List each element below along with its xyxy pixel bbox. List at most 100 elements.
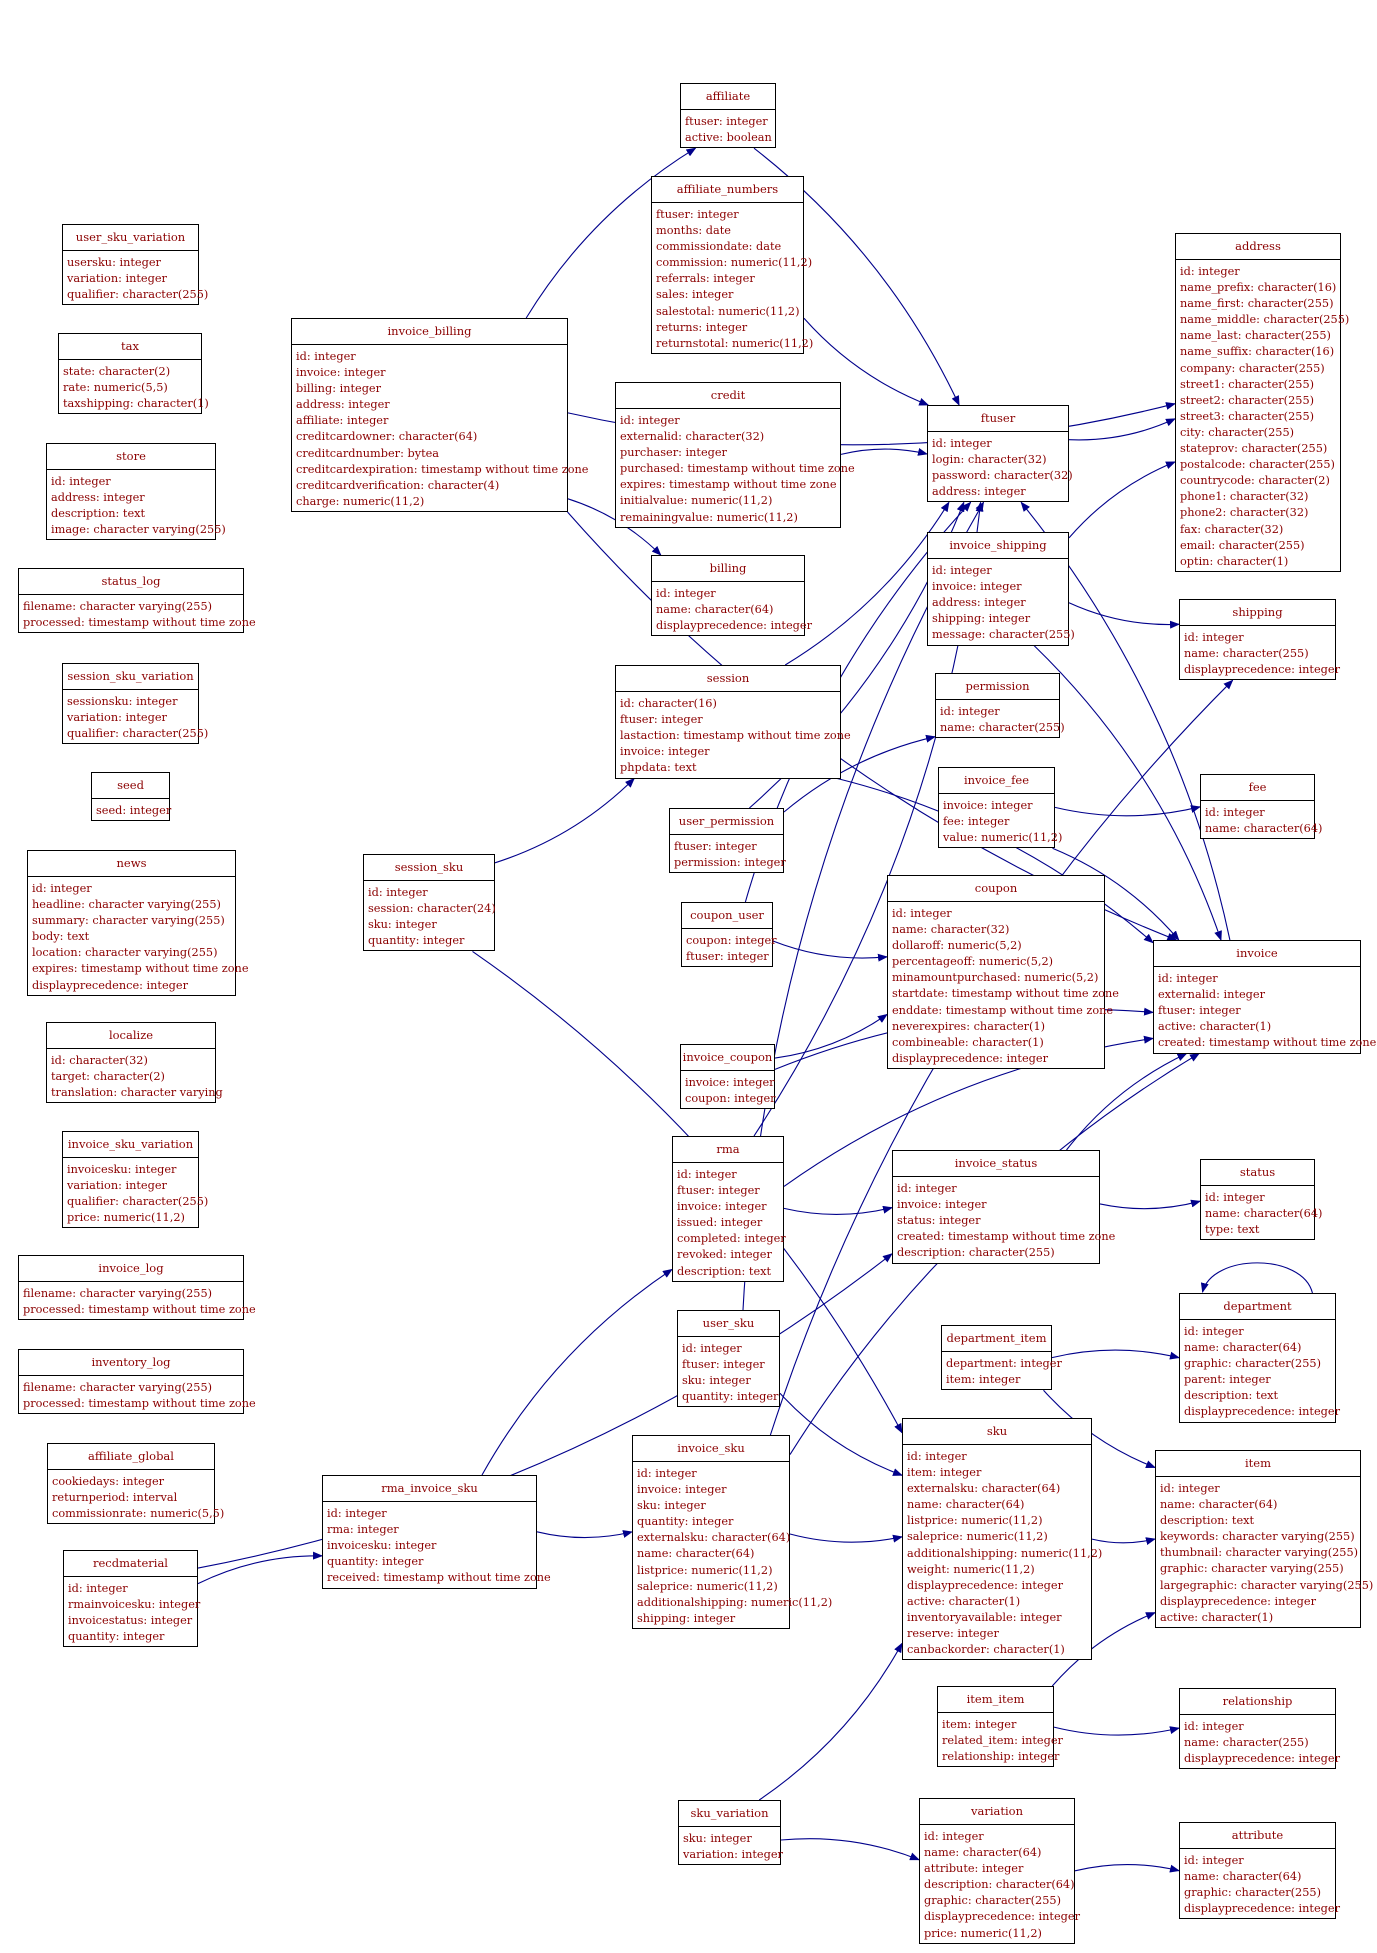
edge-session-to-ftuser xyxy=(784,501,950,666)
field-row: quantity: integer xyxy=(637,1515,734,1529)
field-row: parent: integer xyxy=(1184,1373,1271,1387)
field-row: id: integer xyxy=(637,1467,697,1480)
table-title: rma_invoice_sku xyxy=(323,1476,536,1502)
field-row: purchaser: integer xyxy=(620,446,727,460)
field-row: optin: character(1) xyxy=(1180,554,1289,568)
field-row: description: text xyxy=(1184,1389,1279,1403)
field-row: id: integer xyxy=(1184,1854,1244,1867)
field-row: id: integer xyxy=(51,475,111,488)
field-row: enddate: timestamp without time zone xyxy=(892,1003,1114,1017)
field-row: displayprecedence: integer xyxy=(32,978,188,992)
field-row: company: character(255) xyxy=(1180,361,1325,375)
edge-invoice-billing-to-affiliate xyxy=(525,147,697,319)
field-row: id: integer xyxy=(296,350,356,363)
table-title: news xyxy=(28,851,235,877)
field-row: invoice: integer xyxy=(296,366,386,380)
edge-sku-variation-to-sku xyxy=(758,1642,903,1801)
field-row: name: character(64) xyxy=(1160,1498,1278,1512)
field-row: description: text xyxy=(51,507,146,521)
field-row: displayprecedence: integer xyxy=(1184,1752,1340,1766)
field-row: password: character(32) xyxy=(932,469,1073,483)
field-row: commission: numeric(11,2) xyxy=(656,256,813,270)
field-row: received: timestamp without time zone xyxy=(327,1571,551,1585)
table-title: ftuser xyxy=(928,406,1068,432)
table-title: recdmaterial xyxy=(64,1551,197,1577)
field-row: status: integer xyxy=(897,1214,981,1228)
field-row: name: character(64) xyxy=(1184,1341,1302,1355)
field-row: displayprecedence: integer xyxy=(1184,1902,1340,1916)
field-row: variation: integer xyxy=(67,711,167,725)
field-row: invoicesku: integer xyxy=(327,1539,437,1553)
field-row: name: character(32) xyxy=(892,923,1010,937)
edge-invoice-sku-to-sku xyxy=(789,1533,903,1543)
edge-invoice-coupon-to-coupon xyxy=(774,1013,888,1059)
field-row: variation: integer xyxy=(67,272,167,286)
field-row: remainingvalue: numeric(11,2) xyxy=(620,510,798,524)
field-row: id: integer xyxy=(1158,972,1218,985)
field-row: postalcode: character(255) xyxy=(1180,458,1335,472)
field-row: invoice: integer xyxy=(620,745,710,759)
field-row: id: integer xyxy=(1205,806,1265,819)
table-title: invoice_log xyxy=(19,1256,243,1282)
field-row: state: character(2) xyxy=(63,365,171,378)
field-row: address: integer xyxy=(932,596,1026,610)
field-row: headline: character varying(255) xyxy=(32,898,221,912)
field-row: filename: character varying(255) xyxy=(23,1381,213,1394)
field-row: ftuser: integer xyxy=(1158,1004,1241,1018)
table-title: invoice_fee xyxy=(939,768,1054,794)
table-title: status_log xyxy=(19,569,243,595)
field-row: creditcardowner: character(64) xyxy=(296,430,478,444)
field-row: keywords: character varying(255) xyxy=(1160,1530,1355,1544)
table-title: session xyxy=(616,666,840,692)
table-title: invoice_sku_variation xyxy=(63,1132,198,1158)
field-row: fax: character(32) xyxy=(1180,522,1284,536)
field-row: displayprecedence: integer xyxy=(924,1910,1080,1924)
field-row: invoicestatus: integer xyxy=(68,1614,193,1628)
field-row: name: character(64) xyxy=(924,1846,1042,1860)
table-title: fee xyxy=(1201,775,1314,801)
edge-invoice-shipping-to-address xyxy=(1068,461,1176,539)
table-title: address xyxy=(1176,234,1340,260)
field-row: revoked: integer xyxy=(677,1248,772,1262)
field-row: quantity: integer xyxy=(682,1390,779,1404)
field-list: state: character(2)rate: numeric(5,5)tax… xyxy=(59,360,209,414)
edge-session-sku-to-session xyxy=(494,777,635,864)
field-row: purchased: timestamp without time zone xyxy=(620,462,855,476)
field-row: attribute: integer xyxy=(924,1862,1024,1876)
field-row: email: character(255) xyxy=(1180,538,1305,552)
field-row: id: integer xyxy=(907,1450,967,1463)
field-row: active: character(1) xyxy=(907,1594,1021,1608)
table-title: seed xyxy=(92,773,169,799)
field-row: active: boolean xyxy=(685,131,772,145)
table-title: item xyxy=(1156,1451,1360,1477)
field-row: coupon: integer xyxy=(685,1092,776,1106)
field-row: id: character(32) xyxy=(51,1054,148,1067)
field-row: graphic: character(255) xyxy=(924,1894,1062,1908)
edge-credit-to-ftuser xyxy=(840,448,928,456)
